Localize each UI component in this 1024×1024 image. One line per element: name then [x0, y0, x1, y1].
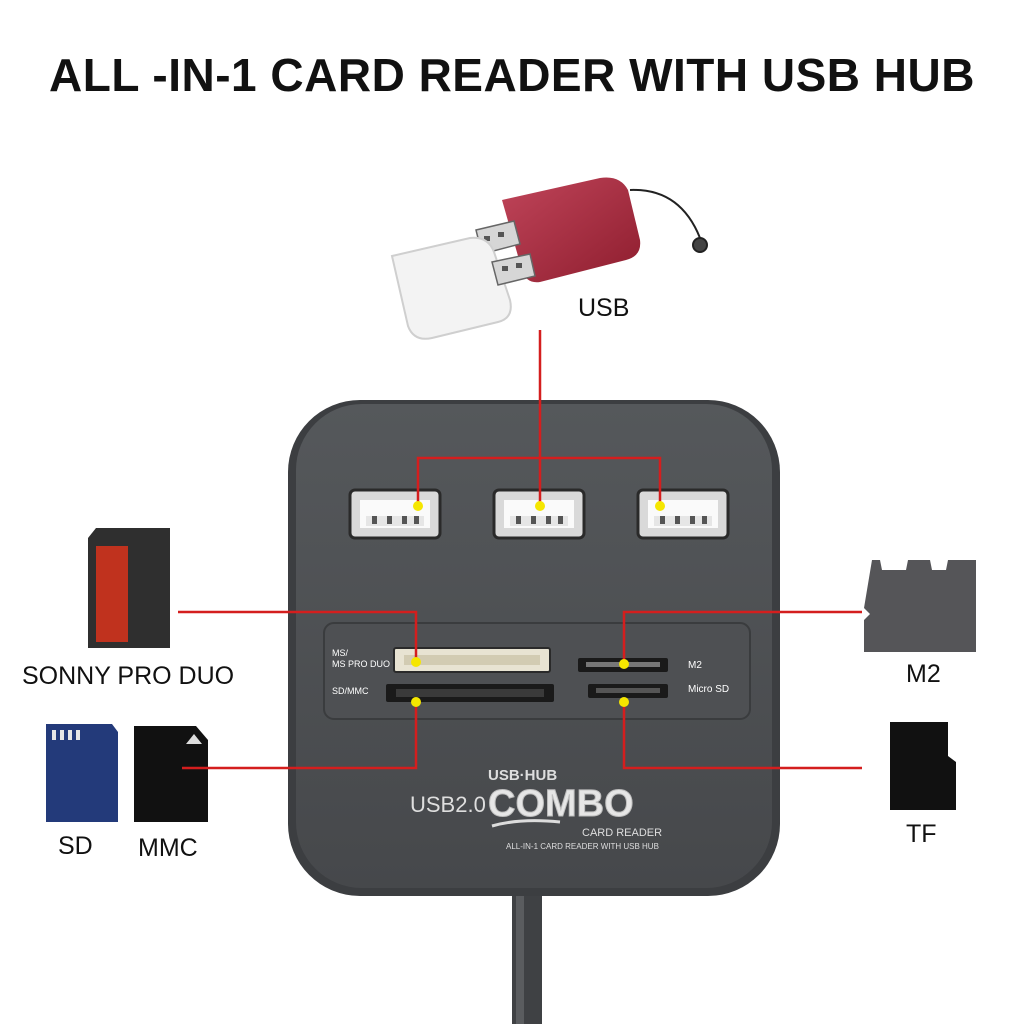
slot-m2-label: M2 [688, 660, 702, 671]
mmc-label: MMC [138, 834, 198, 862]
tf-label: TF [906, 820, 937, 848]
usb-port-1 [348, 488, 442, 540]
micro-sd-slot [588, 684, 668, 698]
mmc-card [134, 726, 208, 822]
connector-lines [178, 330, 862, 770]
tagline-branding: ALL-IN-1 CARD READER WITH USB HUB [506, 842, 659, 851]
white-usb-drive [390, 236, 536, 340]
tf-card [890, 722, 956, 810]
sony-pro-duo-card [88, 528, 170, 648]
card-reader-branding: CARD READER [582, 827, 662, 839]
m2-label: M2 [906, 660, 941, 688]
m2-card [864, 560, 976, 652]
usb20-branding: USB2.0 [410, 792, 486, 817]
m2-connector-line [622, 610, 862, 664]
combo-swoosh [491, 819, 561, 828]
dot-sd-mmc [411, 697, 421, 707]
page-title: ALL -IN-1 CARD READER WITH USB HUB [49, 49, 975, 101]
slot-ms-pro-label: MS PRO DUO [332, 659, 390, 669]
ms-pro-duo-slot [393, 647, 551, 673]
sony-connector-line [178, 610, 418, 660]
sd-label: SD [58, 832, 93, 860]
usb-label: USB [578, 294, 630, 322]
connector-dots [411, 501, 665, 707]
sony-pro-duo-label: SONNY PRO DUO [22, 662, 235, 690]
slot-ms-label: MS/ [332, 648, 349, 658]
dot-m2 [619, 659, 629, 669]
tf-connector-line [622, 702, 862, 770]
dot-micro-sd [619, 697, 629, 707]
combo-branding: COMBO [488, 783, 634, 825]
dot-usb-port-1 [413, 501, 423, 511]
dot-usb-port-2 [535, 501, 545, 511]
sd-mmc-slot [386, 684, 554, 702]
slot-microsd-label: Micro SD [688, 684, 729, 695]
mmc-connector-line [182, 702, 418, 770]
usb-hub-branding: USB·HUB [488, 767, 557, 784]
dot-usb-port-3 [655, 501, 665, 511]
sd-card [46, 724, 118, 822]
slot-sdmmc-label: SD/MMC [332, 686, 369, 696]
dot-ms-pro-duo [411, 657, 421, 667]
usb-port-3 [636, 488, 730, 540]
hub-cable [512, 890, 542, 1024]
